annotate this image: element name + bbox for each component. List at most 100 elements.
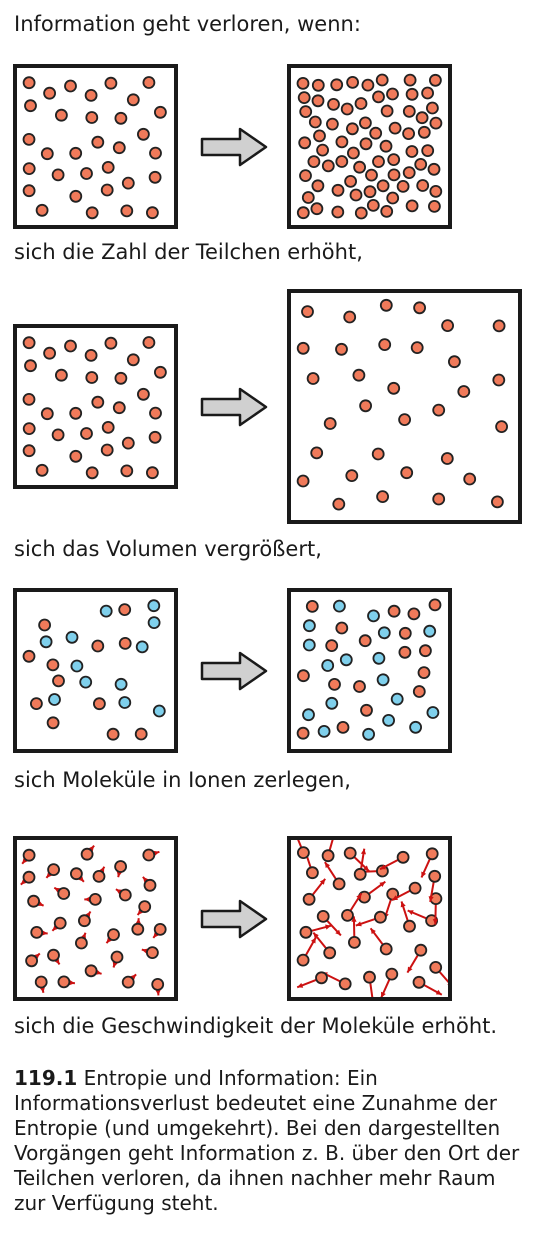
particle	[402, 127, 415, 140]
particle	[35, 463, 49, 477]
particle	[22, 870, 36, 884]
particle	[432, 403, 446, 417]
velocity-arrowhead	[78, 876, 84, 882]
velocity-arrowhead	[22, 857, 28, 864]
particle	[428, 869, 442, 883]
particle	[311, 179, 325, 193]
velocity-arrowhead	[69, 980, 75, 986]
velocity-arrowhead	[313, 932, 319, 939]
particle	[316, 910, 330, 923]
particle	[388, 121, 402, 135]
velocity-arrowhead	[84, 896, 90, 902]
particle	[34, 975, 48, 989]
particle	[118, 637, 132, 650]
particle	[429, 185, 443, 198]
figure-number: 119.1	[14, 1066, 78, 1090]
particle	[80, 427, 93, 440]
particle	[22, 848, 36, 862]
particle	[331, 205, 345, 219]
particle	[414, 158, 428, 171]
particle	[372, 155, 385, 168]
particle	[376, 490, 389, 504]
particle	[305, 866, 319, 880]
particle	[326, 117, 339, 131]
particle	[55, 368, 68, 382]
particle	[321, 659, 335, 672]
particle	[382, 713, 395, 727]
particle	[410, 341, 424, 354]
particle	[57, 887, 71, 900]
particle	[379, 298, 393, 312]
particle	[137, 127, 150, 141]
row2-caption: sich das Volumen vergrößert,	[14, 537, 322, 561]
particle	[91, 395, 105, 409]
particle	[118, 603, 132, 617]
velocity-arrowhead	[355, 921, 362, 927]
particle	[137, 387, 150, 401]
velocity-arrowhead	[421, 871, 427, 878]
particle	[298, 136, 312, 150]
particle	[99, 604, 113, 618]
particle	[35, 203, 49, 217]
particle	[302, 638, 316, 652]
panel-row3-after	[287, 588, 452, 753]
particle	[417, 666, 431, 679]
particle	[104, 336, 118, 350]
particle	[69, 449, 83, 463]
particle	[142, 336, 156, 349]
particle	[22, 444, 36, 458]
particle	[301, 191, 315, 204]
particle	[135, 640, 149, 654]
particle	[447, 355, 461, 369]
particle	[371, 447, 385, 461]
particle	[65, 630, 79, 644]
particle	[359, 116, 372, 130]
particle	[379, 139, 393, 153]
particle	[316, 143, 330, 157]
particle	[492, 319, 506, 333]
particle	[84, 964, 98, 978]
particle	[80, 847, 94, 861]
particle	[55, 108, 68, 122]
particle	[387, 153, 401, 166]
transition-arrow-icon	[200, 899, 268, 939]
particle	[352, 368, 366, 382]
particle	[335, 342, 348, 356]
particle	[153, 105, 167, 119]
velocity-arrowhead	[319, 878, 326, 885]
particle	[358, 634, 372, 648]
panel-row2-after	[287, 289, 522, 524]
particle	[145, 946, 159, 959]
particle	[335, 135, 349, 149]
particle	[408, 881, 422, 895]
velocity-arrowhead	[363, 865, 369, 872]
particle	[142, 848, 156, 862]
velocity-arrowhead	[99, 866, 105, 873]
particle	[457, 385, 471, 398]
velocity-arrowhead	[34, 953, 40, 959]
particle	[52, 674, 65, 688]
particle	[425, 101, 439, 115]
particle	[311, 78, 325, 92]
velocity-arrowhead	[432, 919, 438, 925]
particle	[22, 76, 36, 90]
particle	[296, 341, 310, 355]
particle	[88, 893, 102, 906]
particle	[363, 185, 377, 199]
particle	[101, 161, 115, 174]
particle	[134, 727, 148, 741]
particle	[118, 888, 132, 902]
velocity-arrowhead	[297, 982, 304, 988]
particle	[378, 338, 392, 351]
velocity-arrowhead	[428, 896, 434, 902]
particle	[296, 474, 310, 488]
velocity-arrowhead	[135, 918, 141, 924]
particle	[418, 644, 432, 658]
particle	[311, 94, 325, 108]
particle	[343, 846, 357, 860]
particle	[369, 126, 383, 140]
particle	[100, 183, 114, 197]
particle	[421, 144, 435, 157]
particle	[365, 168, 378, 182]
particle	[338, 977, 352, 991]
